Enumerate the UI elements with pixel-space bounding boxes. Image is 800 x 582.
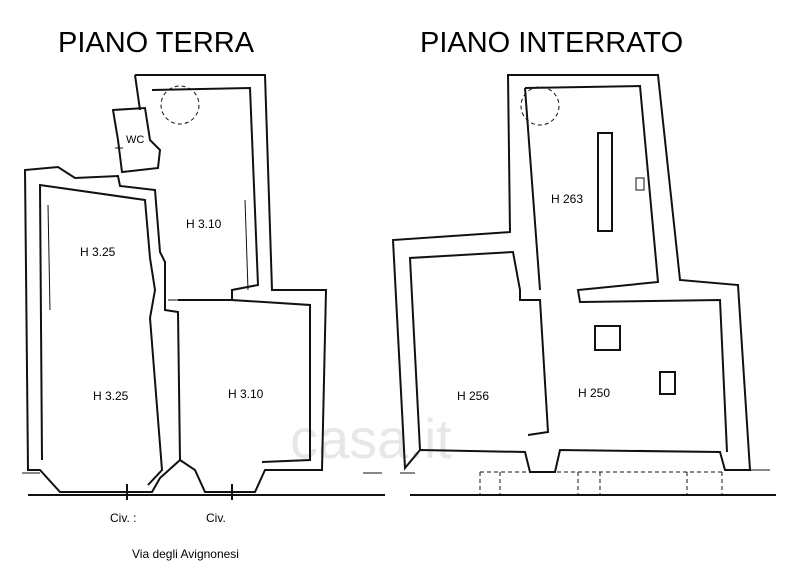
basement-inner-left bbox=[524, 87, 541, 291]
basement-right-inner-wall bbox=[524, 84, 728, 453]
basement-room-right-label: H 250 bbox=[578, 386, 610, 400]
ground-left-inner-wall bbox=[38, 183, 164, 486]
ground-right-top-left bbox=[134, 74, 141, 111]
ground-floor-title: PIANO TERRA bbox=[58, 27, 255, 59]
basement-square-2 bbox=[659, 371, 676, 395]
basement-notch bbox=[635, 177, 645, 191]
ground-right-door bbox=[244, 199, 249, 291]
ground-left-outer-wall bbox=[23, 165, 182, 493]
ground-dashed-circle bbox=[160, 85, 200, 125]
ground-room-right-bottom-label: H 3.10 bbox=[228, 387, 264, 401]
ground-wc-wall bbox=[111, 106, 162, 174]
street-name-label: Via degli Avignonesi bbox=[132, 547, 239, 561]
basement-dashed-circle bbox=[520, 86, 560, 126]
wc-label: WC bbox=[126, 134, 144, 146]
basement-square-1 bbox=[594, 325, 621, 351]
basement-plan bbox=[391, 74, 776, 496]
basement-room-left-label: H 256 bbox=[457, 389, 489, 403]
basement-room-top-label: H 263 bbox=[551, 192, 583, 206]
ground-left-window-line bbox=[47, 204, 51, 311]
basement-outer-wall bbox=[391, 74, 752, 473]
ground-room-left-top-label: H 3.25 bbox=[80, 245, 116, 259]
basement-title: PIANO INTERRATO bbox=[420, 27, 683, 59]
basement-pillar-vertical bbox=[597, 132, 613, 232]
ground-floor-plan bbox=[22, 74, 385, 500]
ground-right-outer-wall bbox=[135, 74, 328, 493]
watermark-text: casa.it bbox=[290, 407, 452, 470]
civ-right-label: Civ. bbox=[206, 511, 226, 525]
ground-right-inner-wall bbox=[151, 86, 311, 463]
ground-room-right-top-label: H 3.10 bbox=[186, 217, 222, 231]
ground-room-left-bottom-label: H 3.25 bbox=[93, 389, 129, 403]
civ-left-label: Civ. : bbox=[110, 511, 136, 525]
basement-left-inner-wall bbox=[408, 250, 550, 451]
